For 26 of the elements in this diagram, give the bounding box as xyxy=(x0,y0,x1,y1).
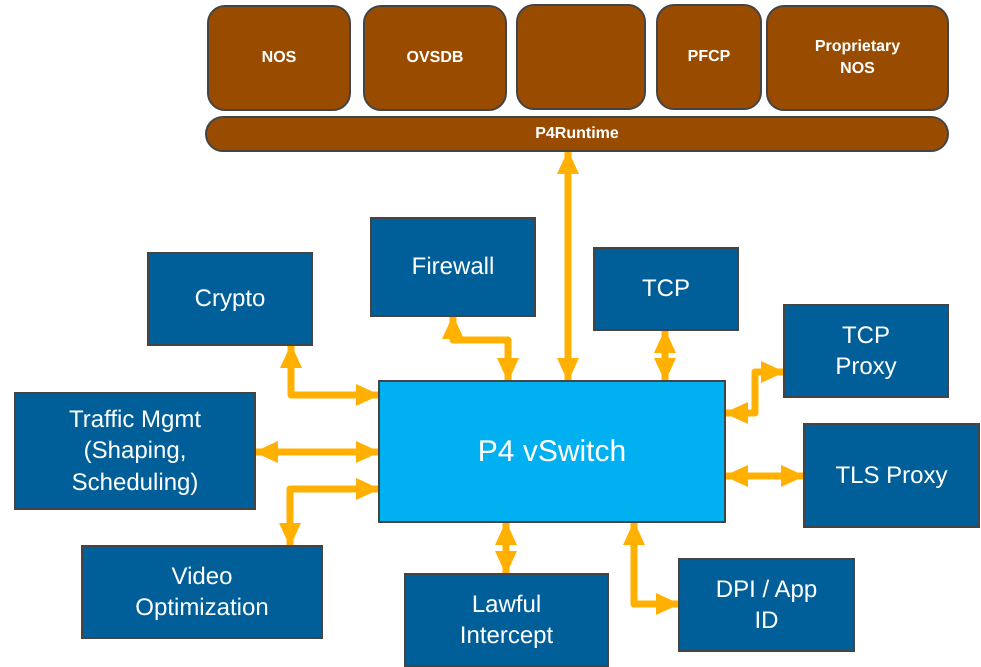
double-arrow xyxy=(724,361,785,424)
interface-bar: P4Runtime xyxy=(205,116,949,152)
function-box: DPI / App ID xyxy=(678,558,855,652)
protocol-block: PFCP xyxy=(656,4,762,110)
function-box: Firewall xyxy=(370,217,536,317)
double-arrow xyxy=(280,344,380,406)
double-arrow xyxy=(279,478,380,547)
function-box: Video Optimization xyxy=(81,545,323,639)
function-box: TLS Proxy xyxy=(803,423,980,528)
double-arrow xyxy=(495,521,517,575)
protocol-block: OVSDB xyxy=(363,5,507,111)
vswitch-box: P4 vSwitch xyxy=(378,380,726,523)
protocol-block: Proprietary NOS xyxy=(766,5,949,111)
protocol-block: NOS xyxy=(207,5,351,111)
double-arrow xyxy=(724,465,805,487)
double-arrow xyxy=(623,521,680,615)
protocol-block xyxy=(516,4,646,110)
function-box: Lawful Intercept xyxy=(404,573,609,667)
function-box: TCP Proxy xyxy=(783,304,949,398)
function-box: Crypto xyxy=(147,252,313,346)
double-arrow xyxy=(557,150,579,382)
double-arrow xyxy=(654,329,676,382)
function-box: TCP xyxy=(593,247,739,331)
double-arrow xyxy=(254,441,380,463)
function-box: Traffic Mgmt (Shaping, Scheduling) xyxy=(14,392,256,510)
double-arrow xyxy=(442,315,519,382)
